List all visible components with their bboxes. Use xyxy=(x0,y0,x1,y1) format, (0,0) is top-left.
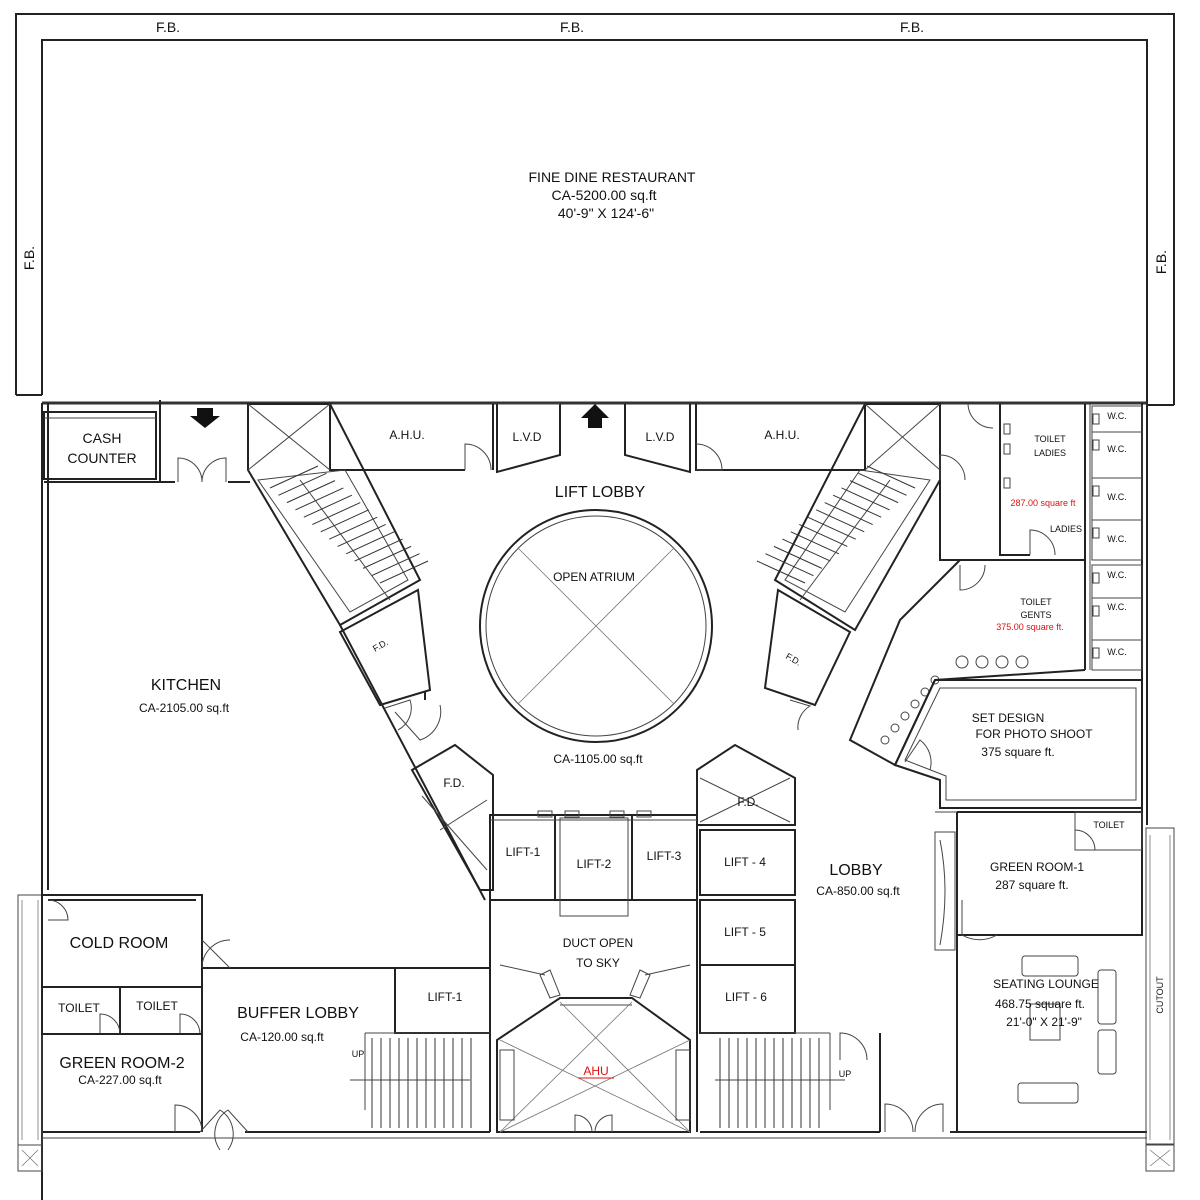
lift-1-label: LIFT-1 xyxy=(506,845,541,859)
set-design-line1: SET DESIGN xyxy=(972,711,1044,725)
lift-lobby-label: LIFT LOBBY xyxy=(555,484,646,501)
fd-label-left-stair: F.D. xyxy=(371,637,390,654)
toilet-gents-area: 375.00 square ft. xyxy=(996,622,1064,632)
green-room-1 xyxy=(934,811,1143,951)
seating-lounge-name: SEATING LOUNGE xyxy=(993,977,1099,991)
open-atrium xyxy=(479,509,713,743)
set-design-area: 375 square ft. xyxy=(981,745,1054,759)
restaurant-name: FINE DINE RESTAURANT xyxy=(529,169,696,185)
wc-label-6: W.C. xyxy=(1107,602,1127,612)
toilet-label-right: TOILET xyxy=(1093,820,1125,830)
wc-label-4: W.C. xyxy=(1107,534,1127,544)
atrium-area: CA-1105.00 sq.ft xyxy=(553,752,643,766)
lvd-label-left: L.V.D xyxy=(513,430,542,444)
buffer-lobby-name: BUFFER LOBBY xyxy=(237,1005,359,1022)
toilet-ladies-line2: LADIES xyxy=(1034,448,1066,458)
fb-label-top-left: F.B. xyxy=(156,19,180,35)
wc-label-3: W.C. xyxy=(1107,492,1127,502)
toilet-gents-line2: GENTS xyxy=(1020,610,1051,620)
restaurant-area: CA-5200.00 sq.ft xyxy=(551,187,656,203)
seating-lounge-size: 21'-0" X 21'-9" xyxy=(1006,1015,1082,1029)
fb-label-right: F.B. xyxy=(1153,250,1169,274)
up-label-right: UP xyxy=(839,1069,852,1079)
duct-line1: DUCT OPEN xyxy=(563,936,633,950)
fd-label-right: F.D. xyxy=(737,795,758,809)
fd-room-left xyxy=(410,743,494,891)
duct-line2: TO SKY xyxy=(576,956,620,970)
duct-ahu-core xyxy=(489,900,698,1133)
toilet-ladies-line1: TOILET xyxy=(1034,434,1066,444)
ahu-label-left: A.H.U. xyxy=(389,428,424,442)
toilet-a-label: TOILET xyxy=(58,1001,100,1015)
cash-counter-room xyxy=(43,400,250,483)
ahu-center-label: AHU xyxy=(583,1064,608,1078)
seating-lounge-area: 468.75 square ft. xyxy=(995,997,1085,1011)
cash-counter-line2: COUNTER xyxy=(67,450,136,466)
fd-label-right-stair: F.D. xyxy=(784,651,803,668)
cold-room-label: COLD ROOM xyxy=(70,935,169,952)
fb-label-top-right: F.B. xyxy=(900,19,924,35)
toilet-ladies-area: 287.00 square ft xyxy=(1010,498,1076,508)
toilet-gents-line1: TOILET xyxy=(1020,597,1052,607)
lift-6-label: LIFT - 6 xyxy=(725,990,767,1004)
seating-lounge xyxy=(879,935,1117,1133)
left-staircase xyxy=(247,403,432,731)
restaurant-size: 40'-9" X 124'-6" xyxy=(558,205,654,221)
lvd-label-right: L.V.D xyxy=(646,430,675,444)
arrow-up-icon xyxy=(581,404,609,428)
kitchen-area: CA-2105.00 sq.ft xyxy=(139,701,230,715)
fb-label-left: F.B. xyxy=(21,246,37,270)
wc-label-7: W.C. xyxy=(1107,647,1127,657)
lift-2-label: LIFT-2 xyxy=(577,857,612,871)
lift-5-label: LIFT - 5 xyxy=(724,925,766,939)
lift-4-label: LIFT - 4 xyxy=(724,855,766,869)
lift-1b-label: LIFT-1 xyxy=(428,990,463,1004)
toilet-ladies-sub: LADIES xyxy=(1050,524,1082,534)
green-room-2-area: CA-227.00 sq.ft xyxy=(78,1073,162,1087)
buffer-lobby-area: CA-120.00 sq.ft xyxy=(240,1030,324,1044)
wc-label-5: W.C. xyxy=(1107,570,1127,580)
right-staircase xyxy=(756,403,941,731)
arrow-down-icon xyxy=(190,408,220,428)
ahu-label-right: A.H.U. xyxy=(764,428,799,442)
bottom-right-staircase xyxy=(700,1032,868,1128)
up-label-left: UP xyxy=(352,1049,365,1059)
atrium-name: OPEN ATRIUM xyxy=(553,570,635,584)
set-design-line2: FOR PHOTO SHOOT xyxy=(975,727,1093,741)
lobby-name: LOBBY xyxy=(829,862,883,879)
fb-label-top-center: F.B. xyxy=(560,19,584,35)
fd-room-right xyxy=(696,743,796,826)
kitchen-name: KITCHEN xyxy=(151,677,221,694)
bottom-left-rooms xyxy=(41,894,395,1151)
green-room-2-name: GREEN ROOM-2 xyxy=(59,1055,184,1072)
green-room-1-area: 287 square ft. xyxy=(995,878,1068,892)
toilet-b-label: TOILET xyxy=(136,999,178,1013)
toilet-block xyxy=(848,403,1143,767)
wc-label-2: W.C. xyxy=(1107,444,1127,454)
wc-label-1: W.C. xyxy=(1107,411,1127,421)
green-room-1-name: GREEN ROOM-1 xyxy=(990,860,1084,874)
lift-3-label: LIFT-3 xyxy=(647,849,682,863)
fd-label-left: F.D. xyxy=(443,776,464,790)
cash-counter-line1: CASH xyxy=(83,430,122,446)
lobby-area: CA-850.00 sq.ft xyxy=(816,884,900,898)
cutout-label: CUTOUT xyxy=(1155,976,1165,1014)
set-design-room xyxy=(893,679,1143,809)
bottom-left-staircase xyxy=(350,967,491,1128)
outer-walls xyxy=(15,13,1175,1200)
